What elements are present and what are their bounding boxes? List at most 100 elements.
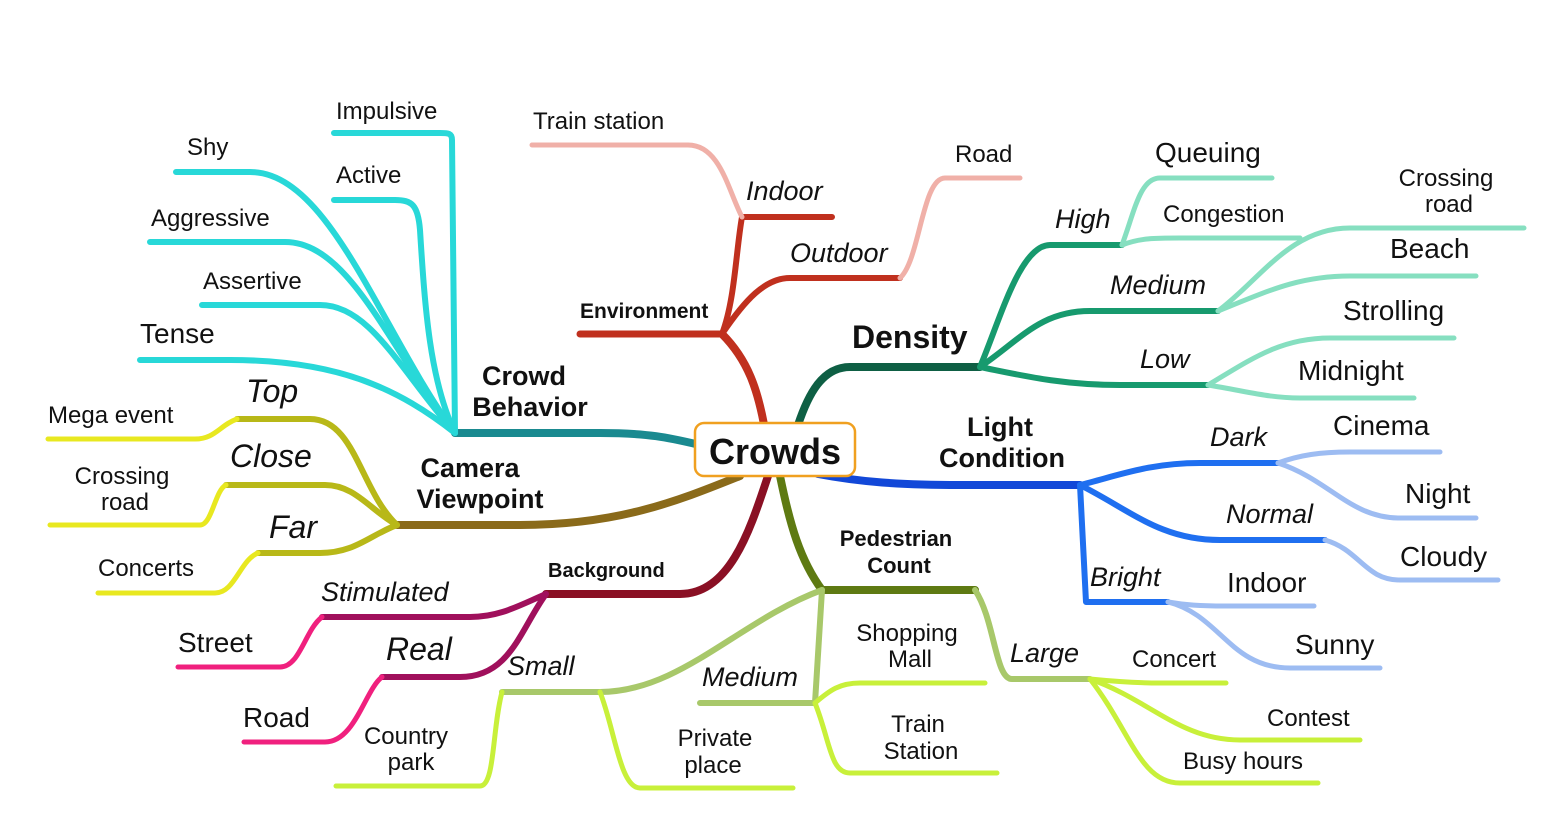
branch-outdoor-road bbox=[897, 175, 1023, 281]
branch-behavior-assertive bbox=[199, 302, 458, 436]
background-stimulated-label: Stimulated bbox=[321, 577, 450, 607]
branch-camera-close bbox=[223, 482, 400, 528]
pedestrian-train-station-line1: Train bbox=[891, 711, 945, 738]
behavior-label-line2: Behavior bbox=[472, 392, 588, 422]
branch-root-density bbox=[794, 363, 984, 429]
behavior-label-line1: Crowd bbox=[482, 361, 566, 391]
density-congestion: Congestion bbox=[1163, 201, 1284, 228]
branch-dark-night bbox=[1275, 460, 1479, 521]
pedestrian-country-park-line1: Country bbox=[364, 723, 448, 750]
branch-root-behavior bbox=[451, 429, 704, 449]
camera-label-line2: Viewpoint bbox=[416, 484, 543, 514]
branch-root-camera bbox=[393, 472, 744, 529]
branch-pedestrian-small bbox=[499, 587, 825, 695]
root-node bbox=[693, 421, 857, 478]
light-label-line1: Light bbox=[967, 412, 1033, 442]
branch-light-normal bbox=[1077, 482, 1328, 543]
branch-bright-sunny bbox=[1165, 599, 1383, 671]
density-crossing-road-line1: Crossing bbox=[1399, 165, 1494, 192]
density-low-label: Low bbox=[1140, 344, 1191, 374]
behavior-shy: Shy bbox=[187, 134, 228, 161]
behavior-tense: Tense bbox=[140, 318, 215, 349]
branch-pedestrian-large bbox=[972, 587, 1093, 682]
background-real-label: Real bbox=[386, 631, 453, 667]
branch-root-pedestrian bbox=[776, 472, 979, 594]
light-sunny: Sunny bbox=[1295, 629, 1374, 660]
pedestrian-contest: Contest bbox=[1267, 705, 1350, 732]
density-label: Density bbox=[852, 319, 968, 355]
behavior-active: Active bbox=[336, 162, 401, 189]
branch-environment-outdoor bbox=[719, 275, 903, 337]
branch-medium-train-station bbox=[812, 700, 1000, 776]
pedestrian-private-place-line1: Private bbox=[678, 725, 753, 752]
branch-dark-cinema bbox=[1275, 449, 1443, 466]
branch-low-strolling bbox=[1205, 335, 1457, 388]
root-node-box bbox=[693, 421, 857, 478]
light-dark-label: Dark bbox=[1210, 422, 1269, 452]
density-midnight: Midnight bbox=[1298, 355, 1404, 386]
behavior-assertive: Assertive bbox=[203, 268, 302, 295]
branch-large-busy-hours bbox=[1087, 676, 1321, 786]
branch-stimulated-street bbox=[175, 614, 325, 670]
light-label-line2: Condition bbox=[939, 443, 1065, 473]
density-medium-label: Medium bbox=[1110, 270, 1206, 300]
light-night: Night bbox=[1405, 478, 1471, 509]
branch-high-queuing bbox=[1119, 175, 1275, 248]
pedestrian-label-line1: Pedestrian bbox=[840, 526, 953, 551]
branch-root-environment bbox=[718, 330, 769, 434]
branch-small-country-park bbox=[333, 689, 505, 789]
branch-density-medium bbox=[977, 308, 1221, 370]
pedestrian-private-place-line2: place bbox=[684, 752, 741, 779]
camera-crossing-road-line1: Crossing bbox=[75, 463, 170, 490]
branch-behavior-tense bbox=[137, 357, 458, 436]
branch-root-light bbox=[814, 470, 1084, 489]
pedestrian-shopping-mall-line2: Mall bbox=[888, 646, 932, 673]
branch-medium-crossing-road bbox=[1215, 225, 1527, 314]
light-cinema: Cinema bbox=[1333, 410, 1430, 441]
pedestrian-medium-label: Medium bbox=[702, 662, 798, 692]
background-road: Road bbox=[243, 702, 310, 733]
pedestrian-shopping-mall-line1: Shopping bbox=[856, 620, 957, 647]
branch-top-mega-event bbox=[45, 416, 240, 442]
branch-camera-far bbox=[255, 522, 400, 556]
camera-label-line1: Camera bbox=[420, 453, 520, 483]
branch-light-dark bbox=[1077, 460, 1281, 488]
environment-outdoor-leaf: Road bbox=[955, 141, 1012, 168]
camera-crossing-road-line2: road bbox=[101, 489, 149, 516]
background-street: Street bbox=[178, 627, 253, 658]
light-normal-label: Normal bbox=[1226, 499, 1314, 529]
density-crossing-road-line2: road bbox=[1425, 191, 1473, 218]
density-high-label: High bbox=[1055, 204, 1111, 234]
environment-outdoor-label: Outdoor bbox=[790, 238, 889, 268]
branch-low-midnight bbox=[1205, 382, 1417, 401]
light-indoor: Indoor bbox=[1227, 567, 1306, 598]
branch-background-stimulated bbox=[319, 591, 549, 620]
branch-camera-top bbox=[234, 416, 400, 528]
branch-medium-shopping-mall bbox=[812, 680, 988, 706]
behavior-impulsive: Impulsive bbox=[336, 98, 437, 125]
branch-density-high bbox=[977, 242, 1125, 370]
camera-top-label: Top bbox=[246, 373, 298, 409]
camera-close-label: Close bbox=[230, 438, 312, 474]
branch-density-low bbox=[977, 364, 1211, 388]
pedestrian-country-park-line2: park bbox=[388, 749, 436, 776]
branch-small-private-place bbox=[597, 689, 796, 791]
pedestrian-small-label: Small bbox=[507, 651, 576, 681]
branch-indoor-train-station bbox=[529, 142, 745, 220]
camera-concerts: Concerts bbox=[98, 555, 194, 582]
branch-normal-cloudy bbox=[1322, 537, 1501, 583]
pedestrian-train-station-line2: Station bbox=[884, 738, 959, 765]
environment-label: Environment bbox=[580, 300, 708, 323]
light-cloudy: Cloudy bbox=[1400, 541, 1487, 572]
branch-medium-beach bbox=[1215, 273, 1479, 314]
branch-light-bright bbox=[1077, 482, 1171, 605]
light-bright-label: Bright bbox=[1090, 562, 1162, 592]
branch-background-real bbox=[379, 591, 549, 680]
pedestrian-concert: Concert bbox=[1132, 646, 1216, 673]
pedestrian-label-line2: Count bbox=[867, 553, 931, 578]
camera-far-label: Far bbox=[269, 509, 318, 545]
branch-high-congestion bbox=[1119, 235, 1303, 248]
environment-indoor-leaf: Train station bbox=[533, 108, 664, 135]
density-beach: Beach bbox=[1390, 233, 1469, 264]
